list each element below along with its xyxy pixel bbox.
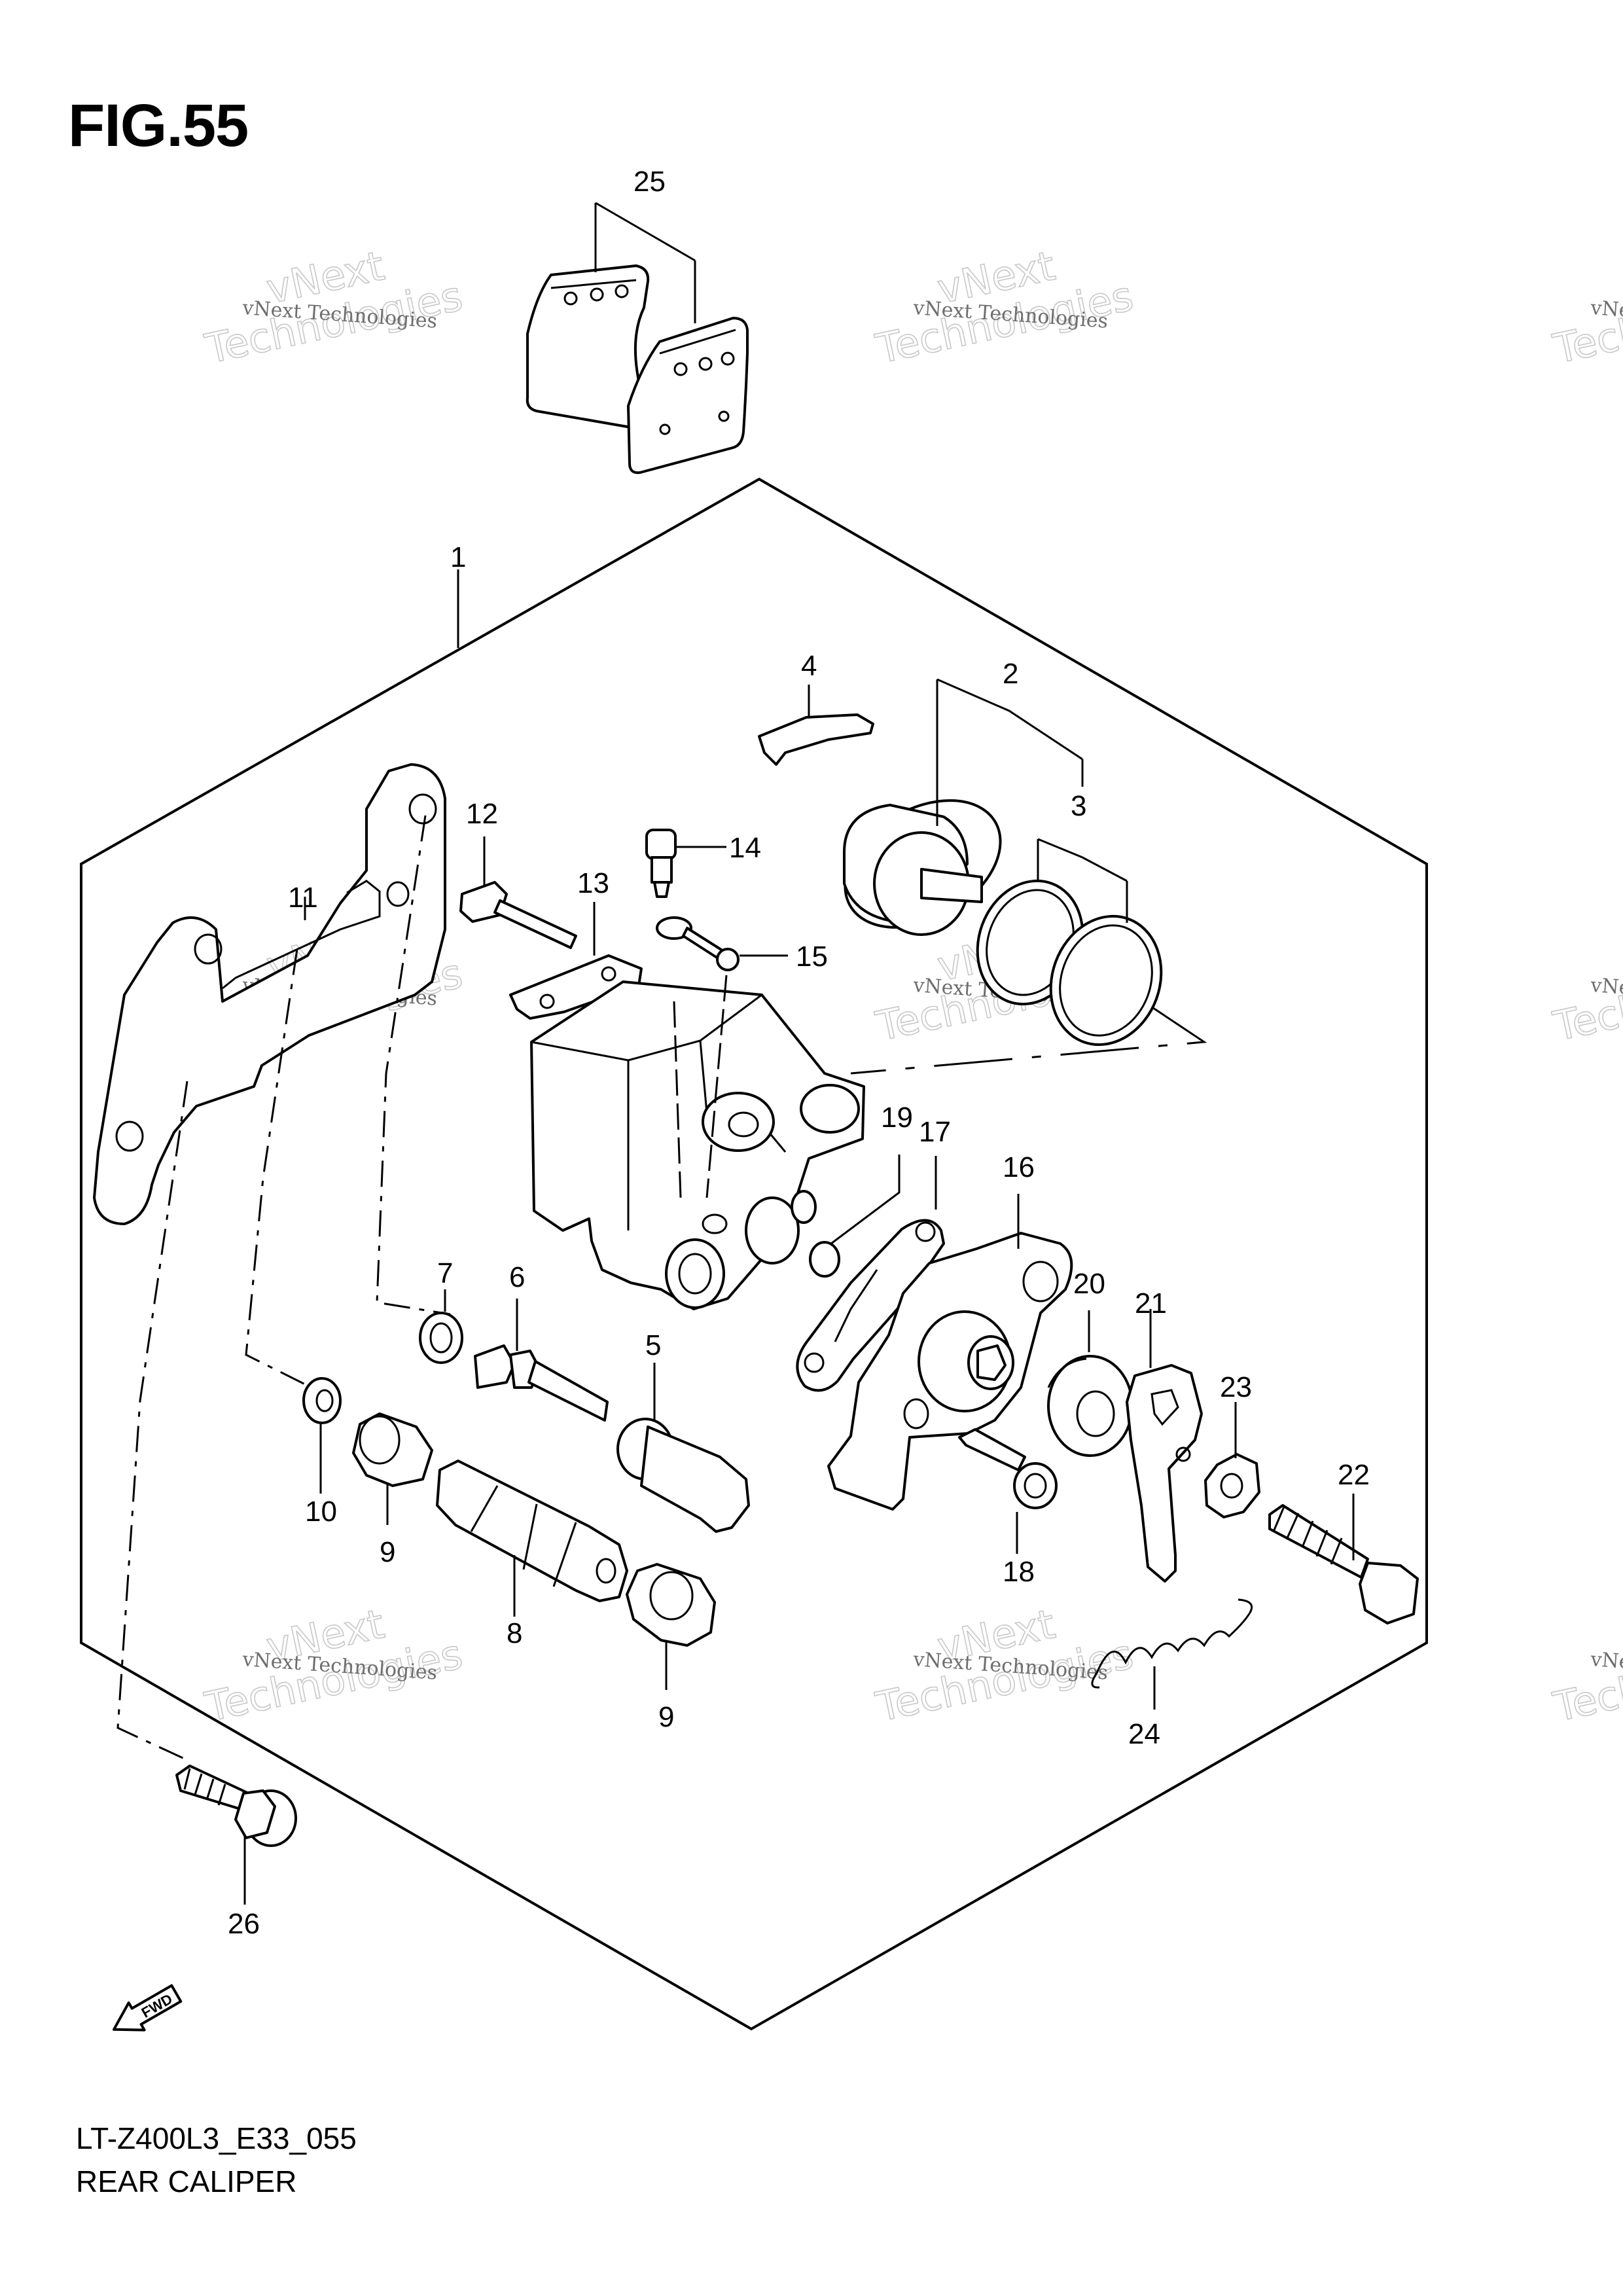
callout-3: 3 [1071, 790, 1086, 822]
callout-7: 7 [437, 1257, 453, 1289]
callout-12: 12 [466, 798, 498, 830]
figure-title: FIG.55 [68, 92, 249, 159]
callout-5: 5 [645, 1329, 661, 1361]
callout-16: 16 [1003, 1151, 1035, 1183]
o-ring-19 [809, 1155, 901, 1278]
gasket-17 [796, 1156, 945, 1392]
caliper-bracket [93, 763, 451, 1762]
callout-19: 19 [881, 1102, 913, 1134]
assembly-outline [80, 477, 1428, 2031]
bolt-22 [1268, 1494, 1419, 1624]
caliper-body [457, 569, 865, 1310]
watermark-6: Technologies [1548, 949, 1623, 1051]
bolt-26 [175, 1765, 297, 1905]
watermark-big-text: Technologies [1549, 272, 1623, 372]
pistons-seals [843, 678, 1207, 1075]
bolt-18 [958, 1428, 1058, 1554]
callout-17: 17 [919, 1116, 951, 1148]
pin-5 [616, 1363, 750, 1533]
caliper-bolt-12 [459, 836, 577, 949]
callout-labels: 1 2 3 4 5 6 7 8 9 9 10 11 12 13 14 15 16… [228, 166, 1370, 1940]
callout-6: 6 [509, 1261, 525, 1293]
callout-11: 11 [288, 882, 318, 914]
callout-9b: 9 [658, 1701, 674, 1733]
brake-pads [526, 202, 749, 475]
washer-10 [302, 1377, 342, 1494]
lever-21 [1126, 1309, 1203, 1583]
forward-arrow-icon: FWD [113, 1984, 183, 2032]
diagram-name: REAR CALIPER [76, 2164, 297, 2198]
callout-23: 23 [1220, 1371, 1252, 1403]
callout-18: 18 [1003, 1556, 1035, 1588]
callout-21: 21 [1135, 1287, 1167, 1319]
boot-9b [626, 1563, 716, 1690]
callout-15: 15 [796, 941, 828, 973]
diagram-code: LT-Z400L3_E33_055 [76, 2121, 357, 2155]
callout-14: 14 [729, 832, 761, 864]
callout-26: 26 [228, 1908, 260, 1940]
callout-22: 22 [1338, 1459, 1370, 1491]
callout-10: 10 [305, 1496, 337, 1528]
callout-1: 1 [450, 541, 466, 573]
callout-13: 13 [577, 867, 609, 899]
callout-4: 4 [801, 650, 817, 682]
callout-24: 24 [1128, 1718, 1160, 1750]
pad-spring [758, 713, 874, 766]
nut-23 [1204, 1402, 1260, 1518]
watermark-big-text: Technologies [1549, 949, 1623, 1050]
pin-6 [474, 1299, 609, 1422]
bleeder-cap [656, 916, 788, 971]
callout-25: 25 [633, 166, 666, 198]
callout-9a: 9 [380, 1536, 395, 1568]
watermark-big-text: Technologies [1549, 1630, 1623, 1731]
watermark-9: Technologies [1548, 1630, 1623, 1732]
seal-20 [1047, 1310, 1133, 1457]
callout-8: 8 [507, 1617, 522, 1649]
callout-2: 2 [1003, 658, 1018, 690]
housing-16 [827, 1194, 1073, 1511]
boot-9a [352, 1412, 433, 1525]
watermark-2: Technologies vNext [871, 241, 1137, 373]
spring-24 [1091, 1598, 1253, 1710]
watermark-3: Technologies [1548, 272, 1623, 374]
bleeder-valve [645, 829, 726, 898]
pin-8 [436, 1460, 628, 1617]
callout-20: 20 [1073, 1268, 1105, 1300]
watermark-1: Technologies vNext [200, 241, 467, 373]
ring-7 [419, 1289, 463, 1364]
